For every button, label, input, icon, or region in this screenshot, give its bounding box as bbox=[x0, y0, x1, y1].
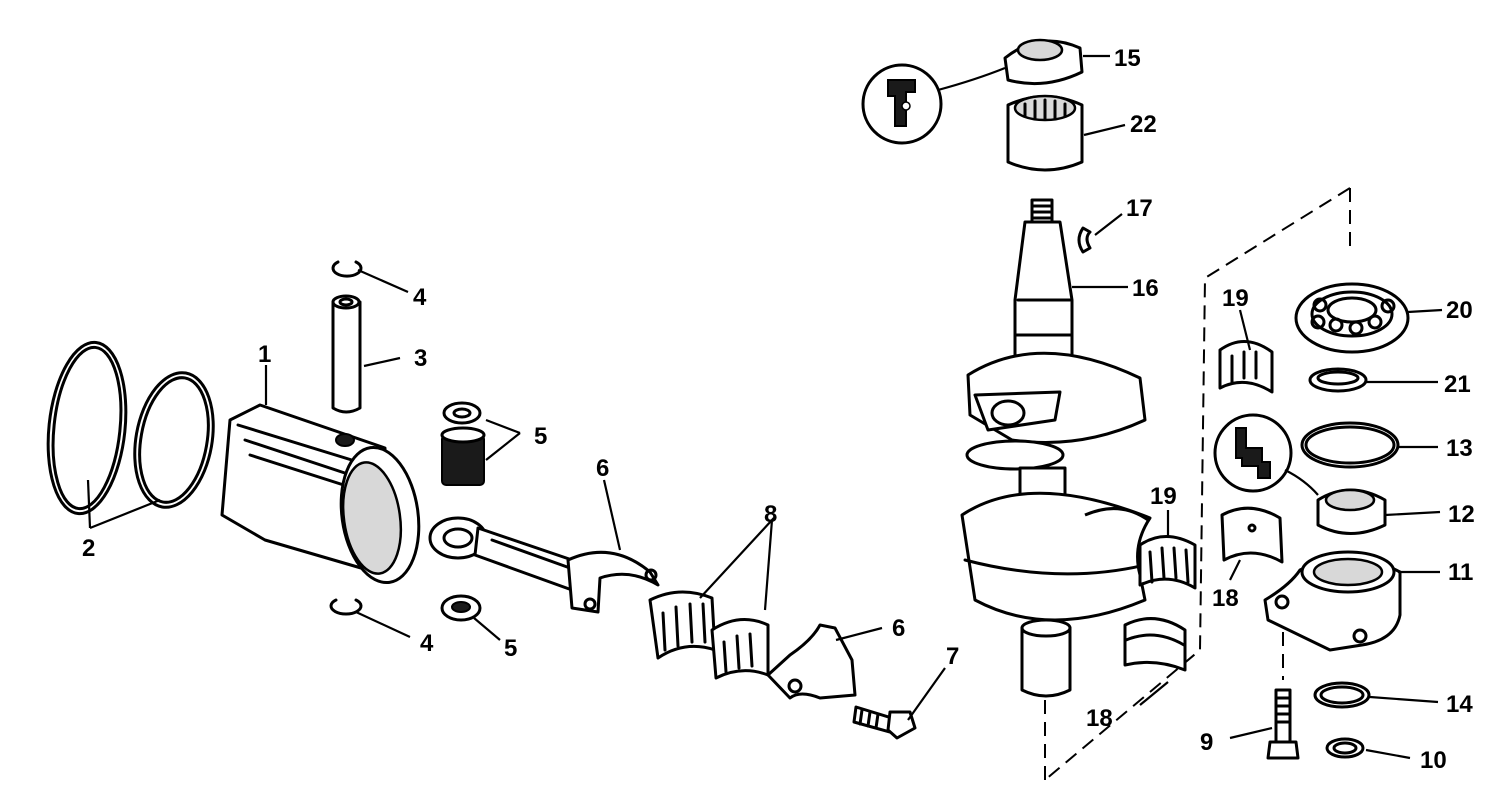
bearing-retaining-ring bbox=[1308, 367, 1368, 393]
main-bearing-cage-upper bbox=[1218, 340, 1274, 394]
callout-19-upper: 19 bbox=[1222, 285, 1249, 312]
rod-bearing-cage-right bbox=[710, 618, 770, 680]
rod-bearing-cage-left bbox=[648, 590, 717, 660]
callout-15: 15 bbox=[1114, 45, 1141, 72]
callout-5-lower: 5 bbox=[504, 635, 517, 662]
upper-oil-seal bbox=[1003, 38, 1084, 86]
callout-5-upper: 5 bbox=[534, 423, 547, 450]
callout-1: 1 bbox=[258, 341, 271, 368]
piston-pin-clip-lower bbox=[329, 598, 363, 616]
callout-22: 22 bbox=[1130, 111, 1157, 138]
main-bearing-liner-lower bbox=[1123, 617, 1187, 672]
lower-ball-bearing bbox=[1294, 282, 1410, 354]
callout-18-upper: 18 bbox=[1212, 585, 1239, 612]
main-bearing-liner-upper bbox=[1220, 506, 1284, 564]
main-bearing-cage-lower bbox=[1138, 535, 1197, 590]
callout-11: 11 bbox=[1448, 559, 1473, 586]
leader-lines bbox=[86, 54, 1443, 760]
callout-18-lower: 18 bbox=[1086, 705, 1113, 732]
callout-12: 12 bbox=[1448, 501, 1475, 528]
callout-9: 9 bbox=[1200, 729, 1213, 756]
callout-21: 21 bbox=[1444, 371, 1471, 398]
piston-ring-upper bbox=[46, 340, 128, 516]
rod-bolt bbox=[852, 705, 917, 740]
callout-10: 10 bbox=[1420, 747, 1447, 774]
o-ring bbox=[1300, 421, 1400, 469]
piston-ring-lower bbox=[133, 371, 215, 509]
callout-13: 13 bbox=[1446, 435, 1473, 462]
callout-6-lower: 6 bbox=[892, 615, 905, 642]
flat-washer bbox=[1325, 737, 1365, 759]
thrust-washer-upper bbox=[442, 401, 482, 425]
lower-bearing-housing bbox=[1263, 550, 1402, 652]
connecting-rod bbox=[428, 516, 660, 614]
housing-screw bbox=[1266, 688, 1300, 760]
piston-pin bbox=[331, 294, 362, 414]
wrist-pin-needle-bearing bbox=[440, 426, 486, 486]
piston bbox=[220, 403, 421, 585]
connecting-rod-cap bbox=[766, 623, 857, 700]
callout-2: 2 bbox=[82, 535, 95, 562]
callout-4-upper: 4 bbox=[413, 284, 427, 311]
thrust-washer-lower bbox=[440, 594, 482, 622]
piston-pin-clip-upper bbox=[331, 260, 363, 278]
callout-7: 7 bbox=[946, 643, 959, 670]
housing-gasket bbox=[1313, 681, 1371, 709]
woodruff-key bbox=[1077, 226, 1092, 254]
callout-4-lower: 4 bbox=[420, 630, 434, 657]
callout-3: 3 bbox=[414, 345, 427, 372]
seal-orientation-icon bbox=[861, 63, 1006, 145]
callout-16: 16 bbox=[1132, 275, 1159, 302]
callout-8: 8 bbox=[764, 501, 777, 528]
callout-17: 17 bbox=[1126, 195, 1153, 222]
callout-20: 20 bbox=[1446, 297, 1473, 324]
crankshaft bbox=[960, 198, 1152, 698]
callout-labels: 1 2 3 4 4 5 5 6 6 7 8 9 10 11 12 13 14 1… bbox=[82, 45, 1475, 774]
callout-6-upper: 6 bbox=[596, 455, 609, 482]
seal-lip-direction-icon bbox=[1213, 413, 1319, 496]
callout-14: 14 bbox=[1446, 691, 1473, 718]
crankcase-boundary-dashed bbox=[1044, 187, 1351, 781]
callout-19-lower: 19 bbox=[1150, 483, 1177, 510]
upper-needle-bearing bbox=[1006, 94, 1084, 172]
lower-oil-seal bbox=[1316, 488, 1387, 535]
